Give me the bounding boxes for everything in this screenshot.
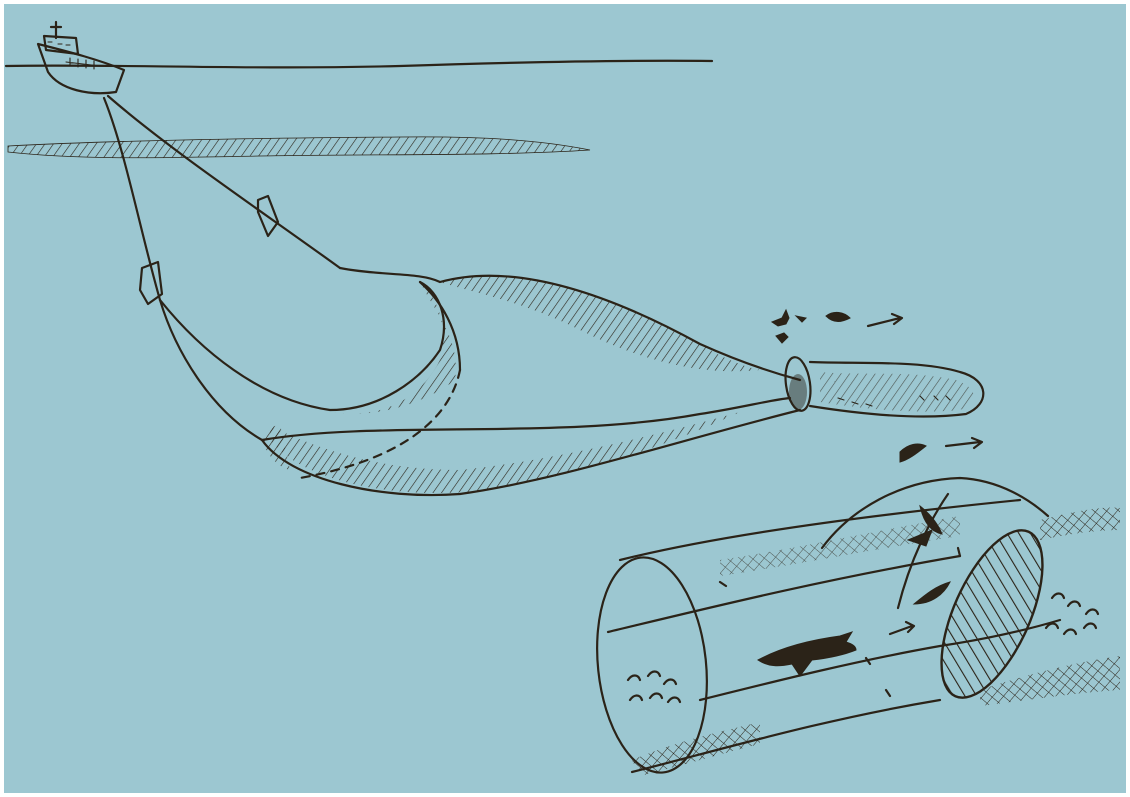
trawl-net <box>160 268 800 495</box>
codend-closeup <box>587 478 1098 778</box>
escape-ring-shading <box>789 374 807 410</box>
warp-line-upper <box>108 96 340 268</box>
hatched-water-layer <box>8 137 590 158</box>
trawler-boat <box>38 22 124 93</box>
cod-end <box>810 362 983 416</box>
escaping-fish-upper <box>772 310 902 343</box>
large-fish <box>758 632 856 676</box>
escaping-fish-lower <box>900 438 982 462</box>
seabed-hatch-right <box>1040 508 1120 541</box>
